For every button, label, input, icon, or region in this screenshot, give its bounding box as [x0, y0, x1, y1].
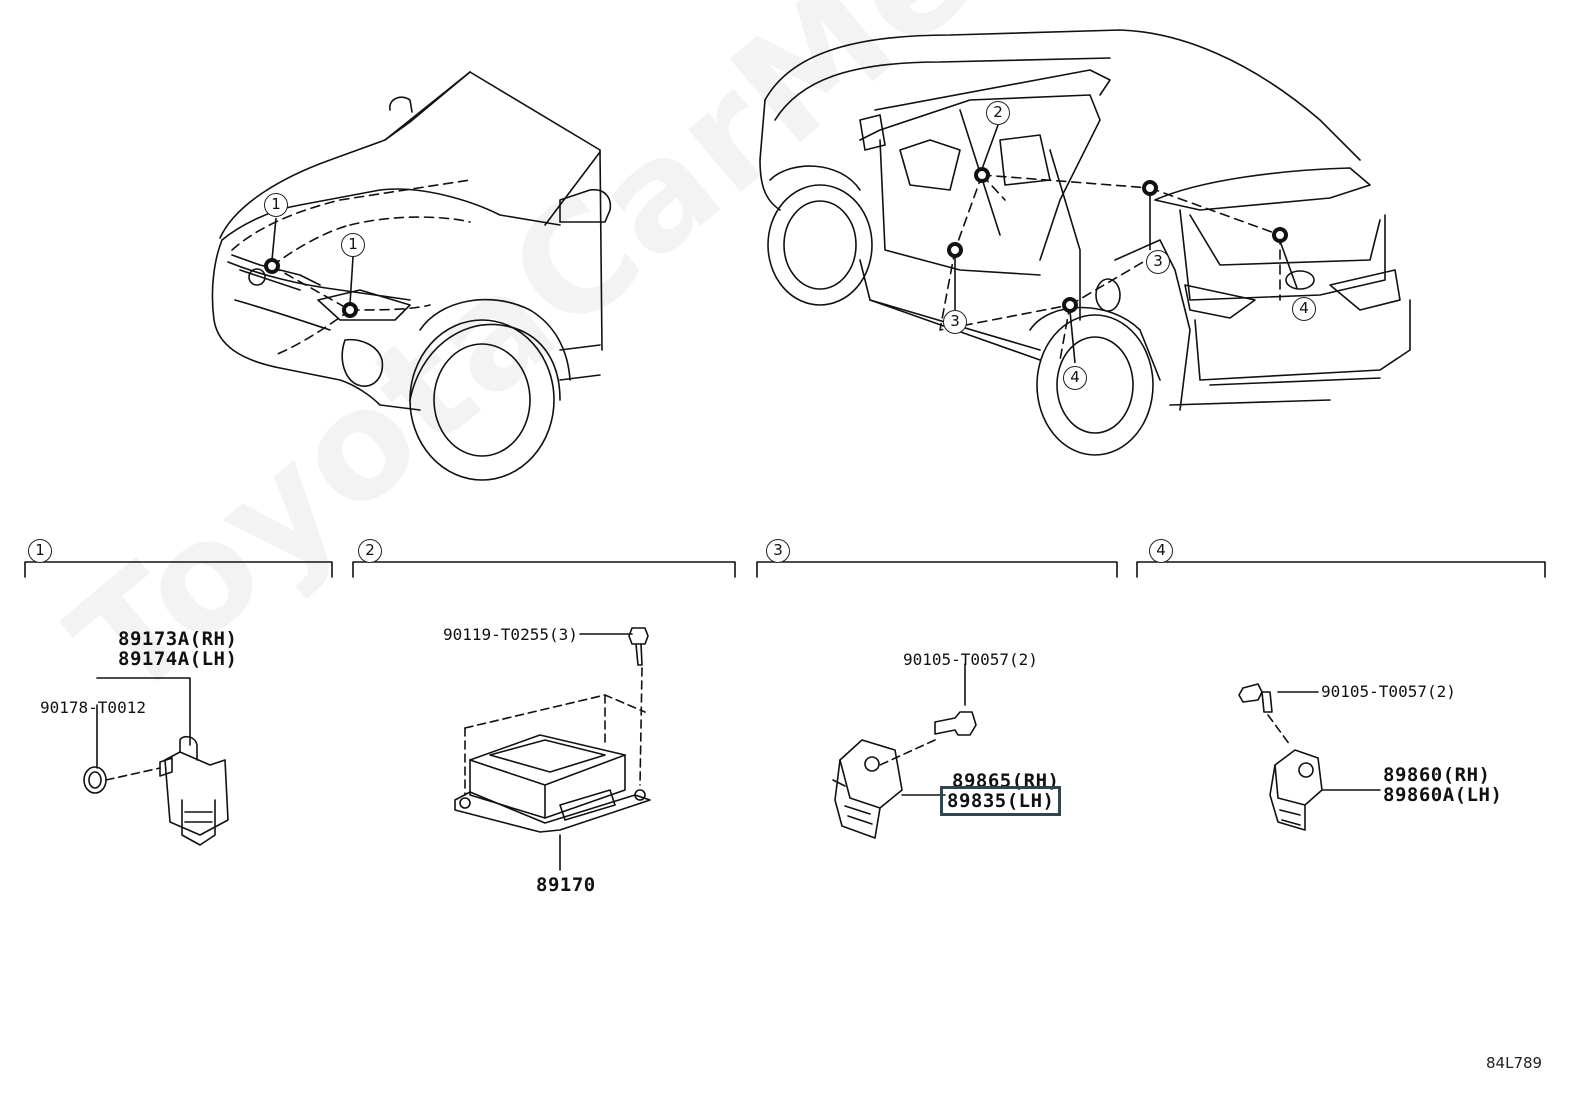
callout-marker-4-rear-wheel: 4 — [1063, 366, 1087, 390]
part-number-89865-rh[interactable]: 89865(RH) — [952, 770, 1060, 792]
section-1-bracket — [24, 561, 333, 578]
part-number-89173A-rh[interactable]: 89173A(RH) — [118, 628, 238, 650]
callout-marker-3-rear-pillar: 3 — [1146, 250, 1170, 274]
section-2-parts — [454, 627, 651, 871]
part-number-89835-lh[interactable]: 89835(LH) — [947, 790, 1055, 812]
section-1-parts — [83, 677, 229, 846]
callout-marker-2: 2 — [986, 101, 1010, 125]
part-number-89174A-lh[interactable]: 89174A(LH) — [118, 648, 238, 670]
section-3-bracket — [756, 561, 1118, 578]
section-3-parts — [832, 663, 977, 839]
marker-dot — [1272, 227, 1288, 243]
part-number-89860-rh[interactable]: 89860(RH) — [1383, 764, 1491, 786]
marker-dot — [1062, 297, 1078, 313]
marker-dot — [264, 258, 280, 274]
marker-dot — [947, 242, 963, 258]
part-number-89860A-lh[interactable]: 89860A(LH) — [1383, 784, 1503, 806]
callout-marker-1-front-left: 1 — [264, 193, 288, 217]
section-3-number: 3 — [766, 539, 790, 563]
section-4-bracket — [1136, 561, 1546, 578]
front-vehicle-drawing — [211, 71, 612, 481]
part-number-89170[interactable]: 89170 — [536, 874, 596, 896]
section-1-number: 1 — [28, 539, 52, 563]
rear-vehicle-drawing — [759, 29, 1411, 456]
marker-dot — [1142, 180, 1158, 196]
section-4-parts — [1238, 683, 1381, 831]
part-number-bolt-90105-sec4[interactable]: 90105-T0057(2) — [1321, 682, 1456, 701]
marker-dot — [974, 167, 990, 183]
marker-dot — [342, 302, 358, 318]
callout-marker-4-rear-bumper: 4 — [1292, 297, 1316, 321]
part-number-bolt-90105-sec3[interactable]: 90105-T0057(2) — [903, 650, 1038, 669]
section-4-number: 4 — [1149, 539, 1173, 563]
callout-marker-3-door: 3 — [943, 310, 967, 334]
section-2-number: 2 — [358, 539, 382, 563]
part-number-clip[interactable]: 90178-T0012 — [40, 698, 146, 717]
part-number-bolt-90119[interactable]: 90119-T0255(3) — [443, 625, 578, 644]
highlighted-part-box — [940, 786, 1061, 816]
diagram-id: 84L789 — [1486, 1054, 1543, 1072]
section-2-bracket — [352, 561, 736, 578]
callout-marker-1-front-right: 1 — [341, 233, 365, 257]
